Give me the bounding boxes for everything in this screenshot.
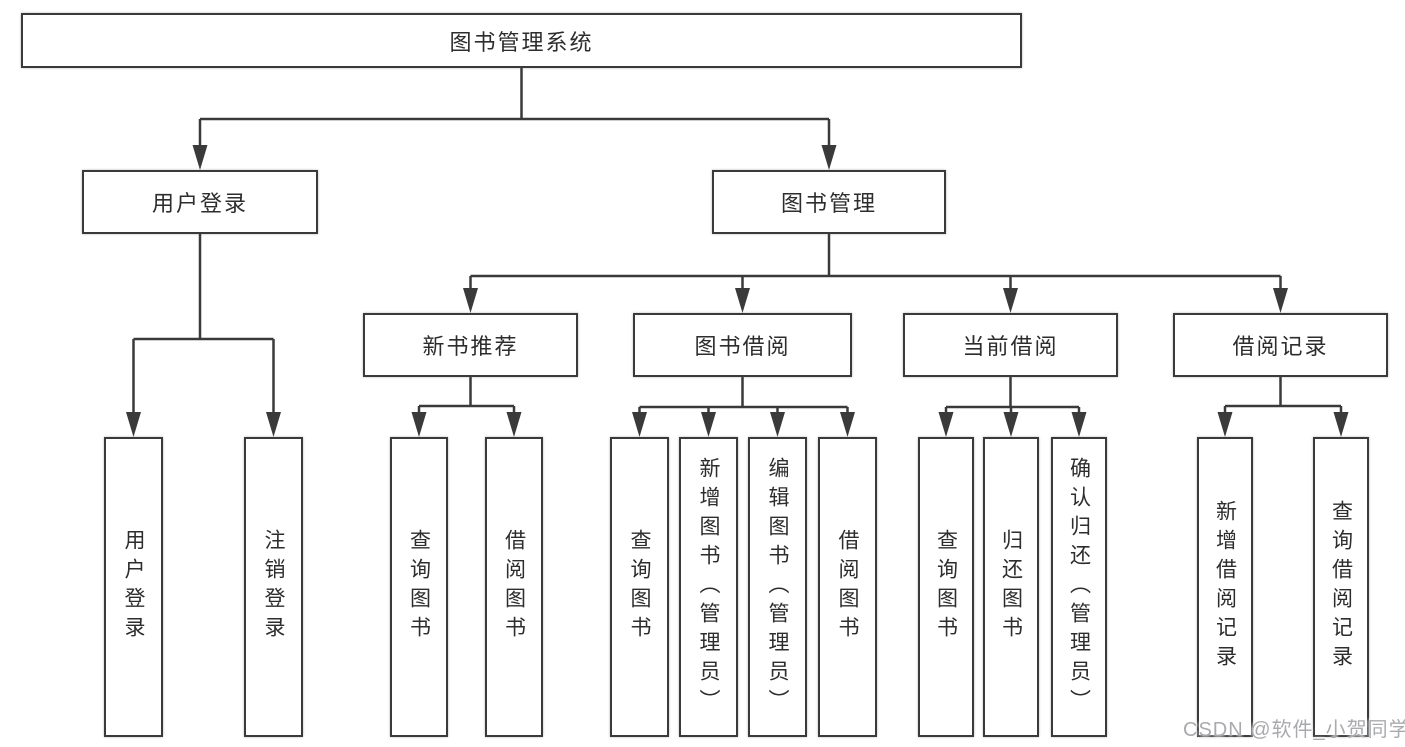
node-new-book-recommend-label: 新书推荐 [422,334,519,359]
arrowhead-icon [266,412,281,437]
node-new-book-recommend: 新书推荐 [363,313,578,377]
connector-currentborrow-split [944,377,1081,414]
node-root: 图书管理系统 [21,13,1022,68]
leaf-return-books-label: 归还图书 [999,529,1023,645]
leaf-user-login: 用户登录 [104,437,163,737]
node-user-login-label: 用户登录 [151,191,248,216]
leaf-query-books-newbook-label: 查询图书 [407,529,431,645]
leaf-borrow-books-newbook: 借阅图书 [485,437,543,737]
leaf-add-borrow-record-label: 新增借阅记录 [1213,500,1237,674]
arrowhead-icon [463,288,478,313]
arrowhead-icon [411,412,427,437]
arrowheads [126,145,1349,437]
node-root-label: 图书管理系统 [449,29,594,55]
arrowhead-icon [632,412,647,437]
leaf-edit-books-admin-label: 编辑图书（管理员） [766,456,789,718]
node-current-borrowing: 当前借阅 [903,313,1118,377]
leaf-query-borrow-record: 查询借阅记录 [1313,437,1369,737]
arrowhead-icon [126,412,141,437]
connector-borrowrecord-split [1223,377,1343,414]
leaf-query-books-borrowing-label: 查询图书 [628,529,651,645]
node-book-management: 图书管理 [712,170,946,234]
arrowhead-icon [701,412,716,437]
leaf-user-login-label: 用户登录 [122,529,145,645]
leaf-return-books: 归还图书 [983,437,1039,737]
leaf-query-books-current: 查询图书 [918,437,974,737]
leaf-edit-books-admin: 编辑图书（管理员） [748,437,807,737]
arrowhead-icon [938,412,954,437]
node-current-borrowing-label: 当前借阅 [962,334,1059,359]
node-user-login: 用户登录 [82,170,318,234]
arrowhead-icon [1003,288,1018,313]
arrowhead-icon [1003,412,1019,437]
arrowhead-icon [770,412,785,437]
leaf-logout: 注销登录 [244,437,303,737]
node-book-borrowing-label: 图书借阅 [694,334,791,359]
leaf-query-borrow-record-label: 查询借阅记录 [1329,500,1353,674]
leaf-query-books-borrowing: 查询图书 [610,437,669,737]
node-book-borrowing: 图书借阅 [633,313,852,377]
node-borrowing-records-label: 借阅记录 [1232,334,1329,359]
leaf-add-borrow-record: 新增借阅记录 [1197,437,1253,737]
connector-lines [132,68,1343,414]
connector-bookborrow-split [638,377,849,414]
arrowhead-icon [840,412,855,437]
arrowhead-icon [1273,288,1288,313]
arrowhead-icon [1333,412,1349,437]
node-book-management-label: 图书管理 [780,191,877,216]
csdn-watermark: CSDN @软件_小贺同学 [1183,719,1405,741]
arrowhead-icon [192,145,208,170]
arrowhead-icon [1071,412,1087,437]
leaf-add-books-admin-label: 新增图书（管理员） [697,456,720,718]
leaf-query-books-current-label: 查询图书 [934,529,958,645]
arrowhead-icon [506,412,522,437]
node-borrowing-records: 借阅记录 [1173,313,1388,377]
leaf-add-books-admin: 新增图书（管理员） [679,437,738,737]
leaf-query-books-newbook: 查询图书 [390,437,448,737]
leaf-borrow-books-newbook-label: 借阅图书 [502,529,526,645]
connector-userlogin-split [132,234,275,414]
arrowhead-icon [821,145,837,170]
connector-newbook-split [417,377,516,414]
arrowhead-icon [735,288,750,313]
leaf-borrow-books-borrowing: 借阅图书 [818,437,877,737]
arrowhead-icon [1217,412,1233,437]
connector-bookmgmt-split [469,233,1282,291]
leaf-confirm-return-admin-label: 确认归还（管理员） [1067,456,1091,718]
leaf-logout-label: 注销登录 [262,529,285,645]
leaf-borrow-books-borrowing-label: 借阅图书 [836,529,859,645]
leaf-confirm-return-admin: 确认归还（管理员） [1051,437,1107,737]
connector-root-split [198,68,831,148]
